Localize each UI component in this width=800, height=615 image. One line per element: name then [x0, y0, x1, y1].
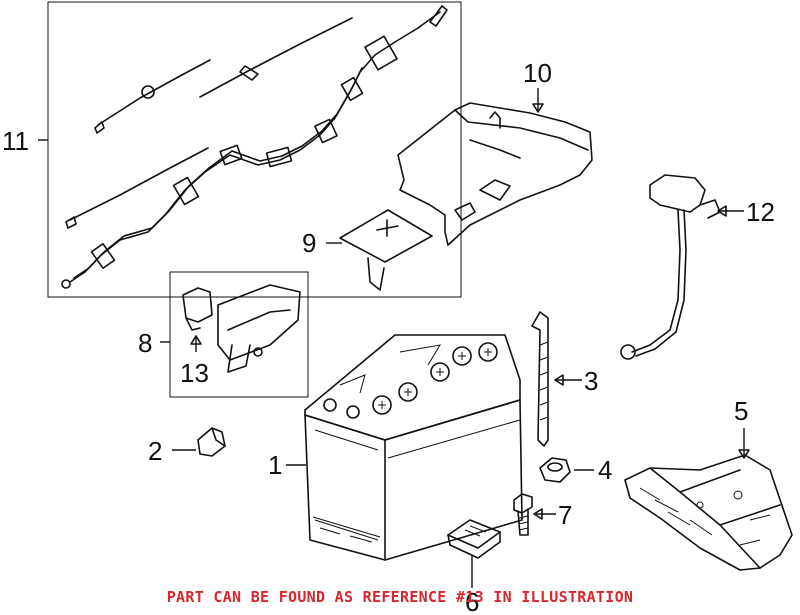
part-2-plug	[197, 427, 226, 457]
callout-2: 2	[148, 436, 162, 466]
part-3-stud	[531, 311, 549, 447]
callout-6: 6	[465, 587, 479, 615]
callout-9: 9	[302, 228, 316, 258]
footer-note: PART CAN BE FOUND AS REFERENCE #13 IN IL…	[166, 588, 634, 606]
callout-11: 11	[2, 126, 29, 156]
part-8-box	[169, 271, 309, 398]
callout-12: 12	[746, 197, 775, 227]
part-4-nut	[539, 457, 571, 483]
part-1-battery	[304, 334, 523, 561]
callout-10: 10	[523, 58, 552, 88]
part-9-bracket	[339, 209, 433, 291]
harness-box	[47, 1, 462, 298]
part-5-tray	[624, 454, 793, 571]
callout-5: 5	[734, 396, 748, 426]
callout-1: 1	[268, 450, 282, 480]
callout-7: 7	[558, 500, 572, 530]
harness-group	[47, 1, 462, 298]
callout-13: 13	[180, 358, 209, 388]
part-8-fusebox-group	[169, 271, 309, 398]
part-7-bolt	[513, 493, 533, 536]
part-12-ground-cable	[620, 174, 721, 360]
part-10-cover	[397, 102, 593, 246]
callout-8: 8	[138, 328, 152, 358]
callout-4: 4	[598, 455, 612, 485]
part-6-clamp	[447, 519, 501, 559]
callout-3: 3	[584, 366, 598, 396]
